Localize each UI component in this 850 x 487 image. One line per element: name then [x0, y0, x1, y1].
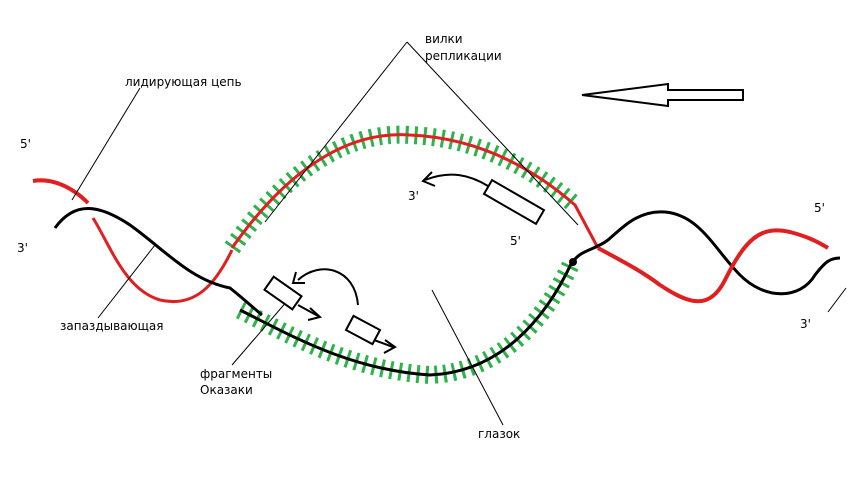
leading-pointer — [71, 87, 141, 201]
direction-arrow-icon — [581, 82, 744, 108]
okazaki-arrow-2-head — [383, 339, 397, 354]
new-strand-top — [224, 125, 581, 254]
black-strand-right — [571, 210, 841, 296]
label-okazaki-2: Оказаки — [200, 383, 253, 397]
curved-arrow-okazaki-head — [291, 271, 305, 284]
label-left-3: 3' — [17, 241, 28, 255]
curved-arrow-okazaki — [297, 268, 359, 306]
label-forks-2: репликации — [425, 49, 502, 63]
eye-pointer — [431, 289, 504, 426]
label-right-3: 3' — [800, 317, 811, 331]
new-strand-bottom — [235, 258, 581, 385]
okazaki-arrow-2 — [373, 339, 394, 348]
label-leading-strand: лидирующая цепь — [125, 75, 242, 89]
okazaki-pointer — [231, 299, 289, 366]
okazaki-fragment-1 — [263, 275, 303, 311]
label-lagging-strand: запаздывающая — [60, 319, 164, 333]
black-strand-left — [53, 207, 263, 317]
red-strand-left-tip — [32, 178, 90, 205]
right3-pointer — [827, 287, 847, 313]
label-forks-1: вилки — [425, 32, 463, 46]
fork-pointer-left — [264, 41, 408, 223]
okazaki-fragment-2 — [344, 314, 382, 346]
inner-fragment-top — [482, 178, 546, 226]
red-strand-top — [230, 133, 600, 249]
curved-arrow-top — [424, 173, 489, 187]
curved-arrow-top-head — [421, 171, 436, 187]
label-inner-3: 3' — [408, 189, 419, 203]
red-strand-right — [597, 228, 830, 304]
red-strand-left — [91, 217, 234, 303]
lagging-pointer — [97, 244, 156, 319]
okazaki-arrow-1-head — [307, 307, 323, 321]
label-left-5: 5' — [20, 137, 31, 151]
okazaki-arrow-1 — [297, 304, 319, 317]
black-strand-bottom — [239, 261, 574, 377]
label-okazaki-1: фрагменты — [200, 367, 272, 381]
label-right-5: 5' — [814, 201, 825, 215]
label-inner-5: 5' — [510, 234, 521, 248]
fork-pointer-right — [406, 41, 579, 226]
label-eye: глазок — [478, 427, 520, 441]
